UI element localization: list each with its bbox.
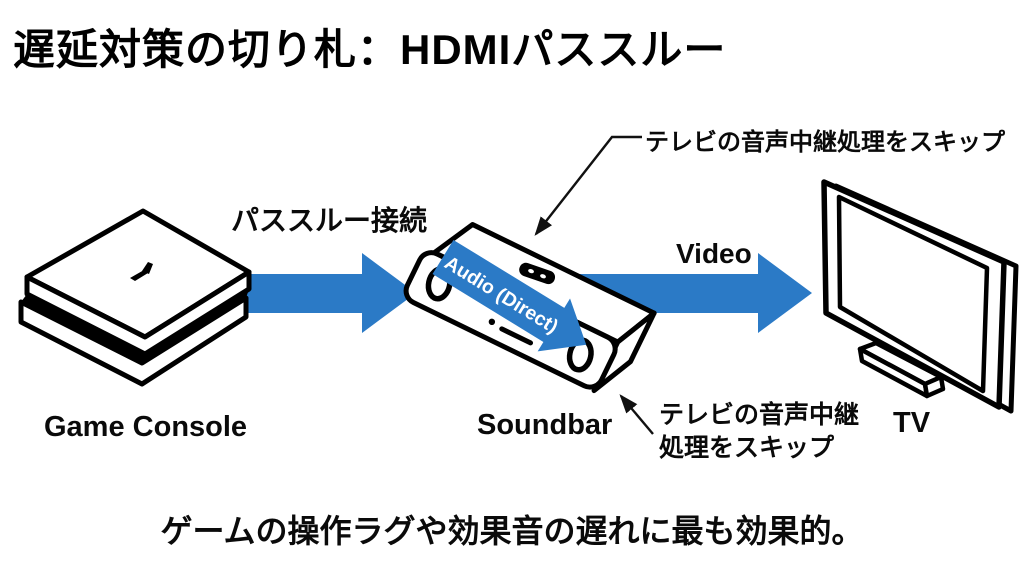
game-console-icon	[18, 208, 252, 387]
passthrough-arrow-icon	[215, 253, 416, 333]
passthrough-connection-label: パススルー接続	[231, 205, 428, 236]
bottom-annotation-leader-arrow	[619, 394, 654, 435]
annotation-bottom: テレビの音声中継 処理をスキップ	[659, 399, 859, 464]
soundbar-label: Soundbar	[477, 409, 613, 441]
tv-icon	[821, 179, 1019, 414]
tv-label: TV	[893, 407, 931, 439]
top-annotation-leader-arrow	[534, 135, 642, 236]
annotation-bottom-line1: テレビの音声中継	[659, 401, 860, 429]
playstation-logo-icon	[130, 262, 153, 281]
annotation-top: テレビの音声中継処理をスキップ	[645, 129, 1005, 156]
caption: ゲームの操作ラグや効果音の遅れに最も効果的。	[160, 513, 864, 549]
game-console-label: Game Console	[44, 411, 248, 443]
soundbar-control-panel-icon	[519, 262, 556, 285]
tv-stand-icon	[857, 340, 946, 399]
annotation-bottom-line2: 処理をスキップ	[659, 433, 835, 462]
page-title: 遅延対策の切り札：HDMIパススルー	[13, 26, 727, 73]
video-label: Video	[676, 238, 752, 269]
